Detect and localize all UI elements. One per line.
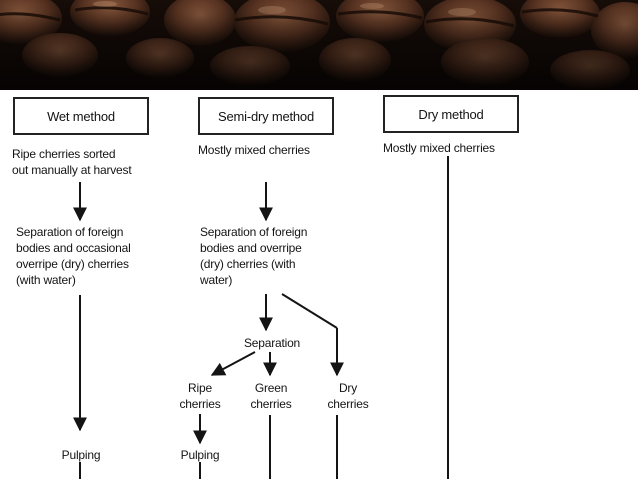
dry-method-title: Dry method [418,106,484,122]
wet-step-sorted: Ripe cherries sorted out manually at har… [12,147,132,177]
semidry-method-box: Semi-dry method [198,97,334,135]
semidry-step-separation: Separation of foreign bodies and overrip… [200,225,308,287]
semidry-ripe-cherries: Ripe cherries [179,381,221,411]
wet-step-separation: Separation of foreign bodies and occasio… [16,225,131,287]
coffee-processing-flowchart: Wet method Semi-dry method Dry method Ri… [0,90,638,479]
wet-step-pulping: Pulping [61,448,101,462]
semidry-step-pulping: Pulping [180,448,220,462]
semidry-step-mixed: Mostly mixed cherries [198,143,310,157]
semidry-separation-label: Separation [243,336,301,350]
wet-method-title: Wet method [47,108,115,124]
wet-method-box: Wet method [13,97,149,135]
semidry-dry-cherries: Dry cherries [327,381,369,411]
flow-connectors [73,156,449,479]
semidry-method-title: Semi-dry method [218,108,314,124]
arrow-separation-ripe [210,351,256,376]
line-semidry-diag [281,293,338,329]
coffee-beans-photo [0,0,638,90]
dry-method-box: Dry method [383,95,519,133]
semidry-green-cherries: Green cherries [250,381,292,411]
dry-step-mixed: Mostly mixed cherries [383,141,495,155]
